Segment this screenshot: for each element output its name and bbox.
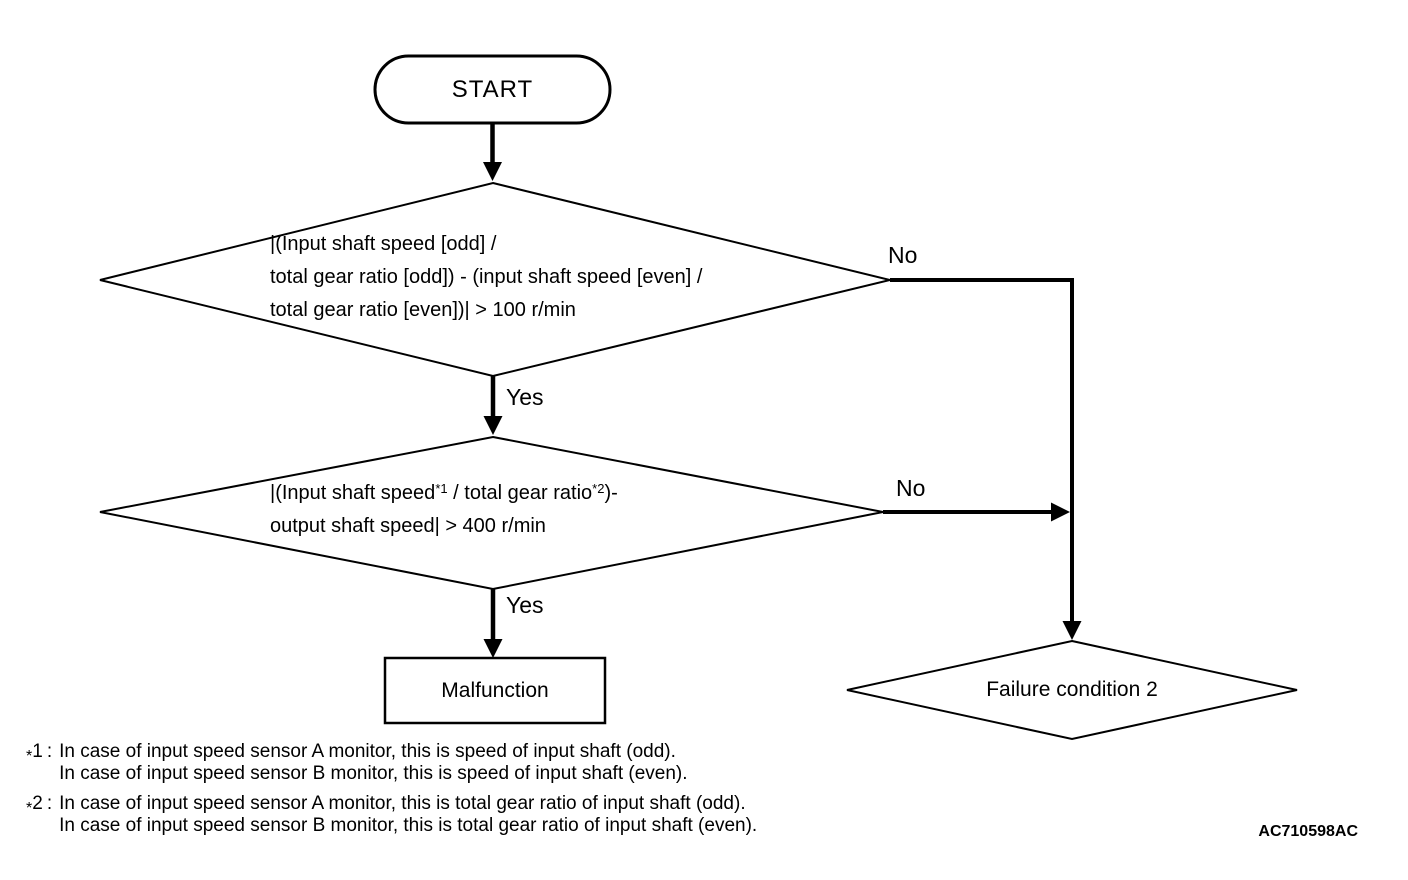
footnote-1-colon: : xyxy=(46,741,53,762)
footnote-2-line1: In case of input speed sensor A monitor,… xyxy=(59,793,746,814)
decision1-line2: total gear ratio [odd]) - (input shaft s… xyxy=(270,266,703,288)
arrowhead-right-icon xyxy=(1051,502,1070,522)
asterisk-icon: * xyxy=(26,800,33,817)
arrowhead-down-icon xyxy=(483,162,502,181)
footnote-1-marker: *1: xyxy=(26,741,52,785)
decision1-text: |(Input shaft speed [odd] / total gear r… xyxy=(270,228,702,327)
footnote-2-colon: : xyxy=(46,793,53,814)
decision2-line1-part1: |(Input shaft speed xyxy=(270,482,436,504)
decision2-line1-part2: / total gear ratio xyxy=(447,482,593,504)
footnote-1-line2: In case of input speed sensor B monitor,… xyxy=(59,763,688,784)
decision2-footnote1-ref: *1 xyxy=(435,481,448,496)
figure-code: AC710598AC xyxy=(1258,823,1358,840)
arrowhead-down-icon xyxy=(483,416,503,435)
decision1-no-connector xyxy=(890,278,1074,630)
decision2-line2: output shaft speed| > 400 r/min xyxy=(270,515,546,537)
asterisk-icon: * xyxy=(26,748,33,765)
failure-diamond-shape xyxy=(846,639,1298,741)
footnote-1: *1: In case of input speed sensor A moni… xyxy=(26,741,688,785)
decision2-text: |(Input shaft speed*1 / total gear ratio… xyxy=(270,477,618,543)
footnote-2: *2: In case of input speed sensor A moni… xyxy=(26,793,757,837)
failure-diamond-label: Failure condition 2 xyxy=(986,678,1158,701)
arrowhead-down-icon xyxy=(483,639,503,658)
footnote-2-marker: *2: xyxy=(26,793,52,837)
decision2-line1-part3: )- xyxy=(604,482,618,504)
start-node-label: START xyxy=(451,75,534,103)
decision2-no-label: No xyxy=(896,475,926,501)
footnote-1-text: In case of input speed sensor A monitor,… xyxy=(59,741,687,785)
decision2-line1: |(Input shaft speed*1 / total gear ratio… xyxy=(270,477,618,510)
footnote-2-number: 2 xyxy=(32,793,43,814)
footnote-2-text: In case of input speed sensor A monitor,… xyxy=(59,793,757,837)
footnote-1-number: 1 xyxy=(32,741,43,762)
decision1-line3: total gear ratio [even])| > 100 r/min xyxy=(270,299,576,321)
decision1-yes-label: Yes xyxy=(506,384,544,410)
decision2-yes-label: Yes xyxy=(506,592,544,618)
arrowhead-down-icon xyxy=(1062,621,1082,640)
malfunction-box-shape xyxy=(383,656,607,725)
decision1-no-label: No xyxy=(888,242,918,268)
decision1-line1: |(Input shaft speed [odd] / xyxy=(270,233,497,255)
malfunction-box-label: Malfunction xyxy=(441,678,549,702)
footnote-1-line1: In case of input speed sensor A monitor,… xyxy=(59,741,676,762)
decision2-footnote2-ref: *2 xyxy=(592,481,605,496)
footnote-2-line2: In case of input speed sensor B monitor,… xyxy=(59,815,758,836)
